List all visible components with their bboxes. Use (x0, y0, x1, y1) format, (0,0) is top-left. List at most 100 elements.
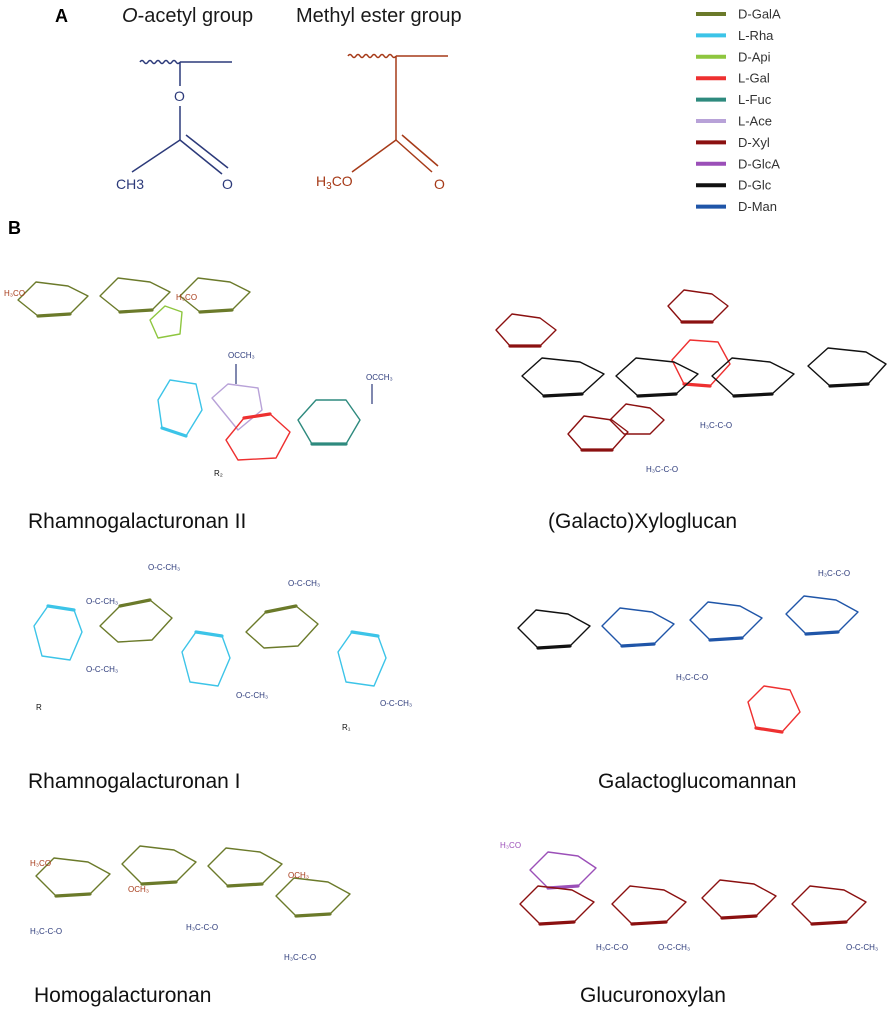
glucuronoxylan-structure: H₃CO H₃C‑C‑O O‑C‑CH₃ O‑C‑CH₃ (500, 841, 878, 952)
legend-label-d-xyl: D-Xyl (738, 135, 770, 150)
rg-ii-rha-ring (157, 379, 203, 438)
gx-glcA-methoxy: H₃CO (500, 841, 521, 850)
acetyl-bond-methyl (131, 139, 181, 173)
rg-i-r: R (36, 703, 42, 712)
xyloglucan-structure: H₃C‑C‑O H₃C‑C‑O (495, 289, 887, 474)
methyl-ester-carbonyl-oxygen: O (434, 176, 445, 192)
gx-acetyl-1: H₃C‑C‑O (596, 943, 628, 952)
methyl-ester-double-a (395, 139, 433, 173)
panel-a-label: A (55, 6, 68, 26)
xg-xyl-ring-bottom-2 (609, 403, 665, 435)
acetyl-wavy-bond (139, 59, 181, 65)
legend-label-l-rha: L-Rha (738, 28, 774, 43)
acetyl-carbonyl-oxygen: O (222, 176, 233, 192)
rg-i-acetyl-3: O‑C‑CH₃ (86, 665, 118, 674)
methyl-ester-title: Methyl ester group (296, 5, 462, 27)
methyl-ester-group: Methyl ester group H3CO O (296, 5, 462, 192)
hg-acetyl-2: H₃C‑C‑O (186, 923, 218, 932)
rg-i-acetyl-6: O‑C‑CH₃ (380, 699, 412, 708)
rg-i-rha-ring-2 (181, 630, 231, 687)
rg-i-acetyl-5: O‑C‑CH₃ (288, 579, 320, 588)
acetyl-double-bond-b (185, 134, 229, 169)
structure-name-rg-ii: Rhamnogalacturonan II (28, 510, 246, 533)
hg-methyl-ester-3: OCH₃ (288, 871, 309, 880)
rg-ii-galA-ring-2 (99, 277, 171, 314)
rg-i-r1: R₁ (342, 723, 351, 732)
rg-i-acetyl-1: O‑C‑CH₃ (148, 563, 180, 572)
acetyl-group: O-acetyl group O CH3 O (116, 5, 253, 192)
rg-i-acetyl-4: O‑C‑CH₃ (236, 691, 268, 700)
legend-label-d-api: D-Api (738, 49, 771, 64)
rg-ii-structure: O⁠C⁠CH₃ O⁠C⁠CH₃ H₃CO H₃CO R₂ (4, 277, 393, 478)
xg-glc-ring-3 (711, 357, 795, 398)
gx-xyl-ring-3 (701, 879, 777, 920)
rg-i-galA-ring-1 (99, 598, 173, 643)
gx-glcA-ring (529, 851, 597, 890)
legend: D-GalA L-RhaD-ApiL-GalL-FucL-AceD-XylD-Gl… (696, 7, 781, 214)
legend-label-d-gala: D-GalA (738, 7, 781, 22)
methyl-ester-double-b (401, 134, 439, 167)
galactoglucomannan-structure: H₃C‑C‑O H₃C‑C‑O (517, 569, 859, 734)
xg-glc-ring-1 (521, 357, 605, 398)
legend-label-l-ace: L-Ace (738, 114, 772, 129)
panel-b-label: B (8, 218, 21, 238)
rg-ii-galA-ring-1 (17, 281, 89, 318)
panel-a: A O-acetyl group O CH3 O Methyl ester gr… (55, 5, 462, 192)
ggm-man-ring-2 (689, 601, 763, 642)
rg-i-rha-ring-3 (337, 630, 387, 687)
methoxy-co: CO (332, 173, 353, 189)
gx-acetyl-2: O‑C‑CH₃ (658, 943, 690, 952)
ggm-glc-ring (517, 609, 591, 650)
ggm-acetyl-2: H₃C‑C‑O (818, 569, 850, 578)
rg-ii-fuc-ring (297, 399, 361, 446)
rg-ii-api-ring (149, 305, 183, 339)
hg-galA-ring-2 (121, 845, 197, 886)
ggm-man-ring-1 (601, 607, 675, 648)
legend-label-d-glc: D-Glc (738, 178, 772, 193)
gx-acetyl-3: O‑C‑CH₃ (846, 943, 878, 952)
rg-i-galA-ring-2 (245, 604, 319, 649)
gx-xyl-ring-2 (611, 885, 687, 926)
structure-name-rg-i: Rhamnogalacturonan I (28, 770, 240, 793)
xg-xyl-ring-bottom-1 (567, 415, 629, 452)
rg-ii-acetyl-label-1: O⁠C⁠CH₃ (228, 351, 255, 360)
legend-label-d-man: D-Man (738, 199, 777, 214)
legend-label-l-gal: L-Gal (738, 71, 770, 86)
rg-ii-methyl-ester-2: H₃CO (176, 293, 197, 302)
ggm-acetyl-1: H₃C‑C‑O (676, 673, 708, 682)
hg-acetyl-3: H₃C‑C‑O (284, 953, 316, 962)
ggm-gal-ring (747, 685, 801, 734)
methyl-ester-bond-methoxy (351, 139, 397, 173)
xg-glc-ring-4 (807, 347, 887, 388)
structure-name-xyloglucan: (Galacto)Xyloglucan (548, 510, 737, 533)
methyl-ester-wavy-bond (347, 53, 397, 59)
acetyl-double-bond-a (179, 139, 223, 175)
gx-xyl-ring-4 (791, 885, 867, 926)
homogalacturonan-structure: H₃CO OCH₃ OCH₃ H₃C‑C‑O H₃C‑C‑O H₃C‑C‑O (30, 845, 351, 962)
structure-name-glucuronoxylan: Glucuronoxylan (580, 984, 726, 1007)
hg-methyl-ester-2: OCH₃ (128, 885, 149, 894)
acetyl-title-rest: -acetyl group (138, 5, 254, 27)
xg-xyl-ring-top-left (495, 313, 557, 348)
hg-galA-ring-4 (275, 877, 351, 918)
rg-ii-acetyl-label-2: O⁠C⁠CH₃ (366, 373, 393, 382)
methoxy-sub: 3 (326, 181, 332, 192)
rg-i-structure: O‑C‑CH₃ O‑C‑CH₃ O‑C‑CH₃ O‑C‑CH₃ O‑C‑CH₃ … (33, 563, 412, 732)
panel-b: B (4, 218, 887, 1007)
rg-ii-r2: R₂ (214, 469, 223, 478)
acetyl-group-title: O-acetyl group (122, 5, 253, 27)
hg-acetyl-1: H₃C‑C‑O (30, 927, 62, 936)
xg-lgal-ring (671, 339, 731, 388)
methoxy-h: H (316, 173, 326, 189)
hg-galA-ring-1 (35, 857, 111, 898)
acetyl-title-italic: O (122, 5, 138, 27)
acetyl-methyl-label: CH3 (116, 176, 144, 192)
xg-acetyl-1: H₃C‑C‑O (646, 465, 678, 474)
rg-ii-galA-ring-3 (179, 277, 251, 314)
xg-xyl-ring-top-right (667, 289, 729, 324)
legend-label-l-fuc: L-Fuc (738, 92, 772, 107)
ggm-man-ring-3 (785, 595, 859, 636)
xg-acetyl-2: H₃C‑C‑O (700, 421, 732, 430)
rg-ii-methyl-ester-1: H₃CO (4, 289, 25, 298)
